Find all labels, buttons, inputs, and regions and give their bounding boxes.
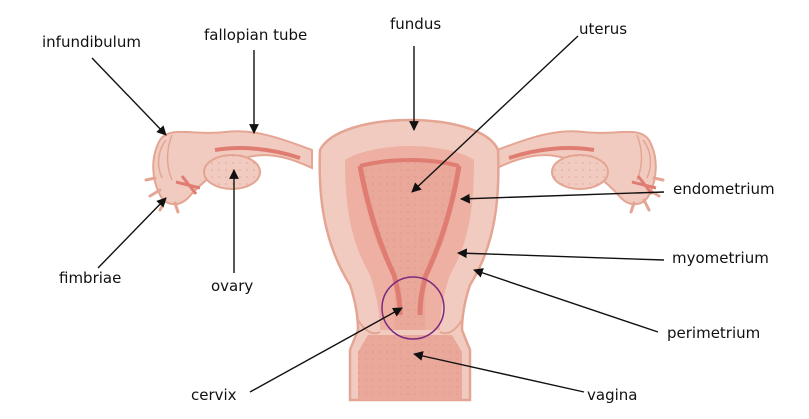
endometrium-lining-right	[417, 165, 462, 316]
label-perimetrium: perimetrium	[667, 324, 761, 342]
cervix-highlight-circle	[381, 276, 445, 340]
arrow-cervix	[249, 307, 403, 393]
arrow-myometrium	[457, 248, 665, 261]
label-fallopian-tube: fallopian tube	[204, 26, 308, 44]
label-fimbriae: fimbriae	[59, 269, 122, 287]
arrow-endometrium	[460, 191, 665, 204]
label-fundus: fundus	[390, 15, 442, 33]
arrow-infundibulum	[91, 57, 167, 136]
label-ovary: ovary	[211, 277, 254, 295]
arrow-fimbriae	[97, 197, 167, 269]
arrow-perimetrium	[473, 268, 659, 333]
label-cervix: cervix	[191, 386, 237, 404]
label-infundibulum: infundibulum	[42, 33, 141, 51]
label-myometrium: myometrium	[672, 249, 769, 267]
label-arrows	[91, 35, 665, 393]
label-vagina: vagina	[587, 386, 638, 404]
arrow-vagina	[413, 351, 585, 393]
label-endometrium: endometrium	[673, 180, 775, 198]
label-uterus: uterus	[579, 20, 628, 38]
endometrium-lining-left	[357, 165, 403, 316]
arrow-uterus	[411, 35, 579, 193]
